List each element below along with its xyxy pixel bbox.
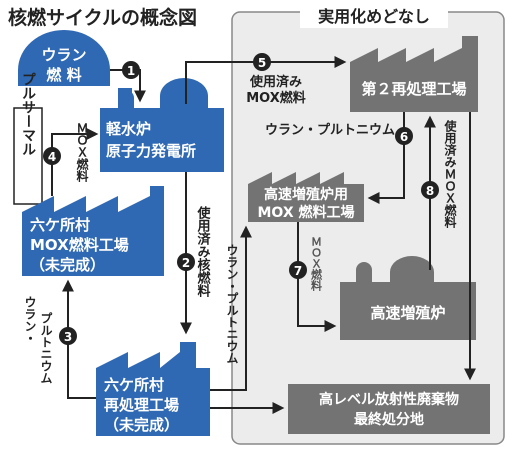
mox-plant-line2: MOX燃料工場: [30, 236, 129, 254]
used-mox-8-label: 使用済みＭＯＸ燃料: [443, 119, 457, 229]
mox-fuel-7-label: ＭＯＸ燃料: [310, 236, 324, 292]
uran-plut-panel-label: ウラン・プルトニウム: [265, 123, 395, 138]
step-4: 4: [43, 147, 61, 165]
svg-text:5: 5: [258, 56, 266, 70]
fbr-mox-plant-node: 高速増殖炉用 MOX 燃料工場: [248, 172, 364, 222]
fbr-mox-line2: MOX 燃料工場: [257, 204, 354, 221]
svg-text:6: 6: [400, 130, 408, 144]
uranium-fuel-line2: 燃 料: [46, 66, 81, 84]
arrow-5: [185, 56, 347, 104]
hlw-line1: 高レベル放射性廃棄物: [319, 391, 459, 408]
step-markers: 1 2 3 4 5 6 7 8: [43, 53, 439, 345]
step-3: 3: [59, 327, 77, 345]
hlw-line2: 最終処分地: [354, 411, 424, 428]
mox-fuel-4-label: ＭＯＸ燃料: [75, 122, 89, 183]
svg-text:8: 8: [426, 184, 434, 198]
arrow-7: [297, 222, 337, 332]
uran-plut-left-line2: プルトニウム: [39, 312, 53, 384]
pluthermal-label: プルサーマル: [20, 72, 36, 156]
fast-breeder-label: 高速増殖炉: [370, 304, 445, 322]
reprocessing-line2: 再処理工場: [104, 396, 179, 414]
mox-plant-line3: （未完成）: [30, 256, 105, 274]
rokkasho-mox-plant-node: 六ケ所村 MOX燃料工場 （未完成）: [22, 186, 164, 276]
fbr-mox-line1: 高速増殖炉用: [264, 186, 348, 203]
step-2: 2: [177, 253, 195, 271]
arrow-4: [51, 128, 99, 196]
uran-plut-mid-label: ウラン・プルトニウム: [225, 244, 239, 364]
fast-breeder-node: 高速増殖炉: [340, 256, 476, 340]
step-7: 7: [289, 261, 307, 279]
step-1: 1: [122, 61, 140, 79]
step-6: 6: [395, 127, 413, 145]
step-5: 5: [253, 53, 271, 71]
lwr-label-line1: 軽水炉: [106, 120, 151, 138]
used-nuclear-fuel-label: 使用済み核燃料: [195, 205, 212, 298]
lwr-label-line2: 原子力発電所: [106, 142, 196, 160]
svg-text:7: 7: [294, 264, 302, 278]
light-water-reactor-node: 軽水炉 原子力発電所: [100, 78, 224, 172]
hlw-disposal-box: [288, 384, 490, 434]
pluthermal-box: プルサーマル: [13, 72, 43, 205]
svg-text:3: 3: [64, 330, 72, 344]
second-reprocessing-label: 第２再処理工場: [361, 80, 466, 98]
reprocessing-line1: 六ケ所村: [104, 376, 164, 394]
uran-plut-left-line1: ウラン・: [23, 296, 37, 344]
panel-label: 実用化めどなし: [318, 7, 430, 26]
uranium-fuel-line1: ウラン: [41, 46, 86, 64]
svg-text:2: 2: [182, 256, 190, 270]
uranium-fuel-node: ウラン 燃 料: [18, 30, 110, 86]
second-reprocessing-node: 第２再処理工場: [350, 36, 478, 112]
mox-plant-line1: 六ケ所村: [30, 216, 90, 234]
svg-text:4: 4: [48, 150, 56, 164]
arrow-up-fbr: [210, 225, 252, 391]
diagram-title: 核燃サイクルの概念図: [8, 6, 197, 29]
svg-text:1: 1: [127, 64, 135, 78]
step-8: 8: [421, 181, 439, 199]
rokkasho-reprocessing-node: 六ケ所村 再処理工場 （未完成）: [96, 342, 210, 436]
arrow-3: [62, 279, 96, 399]
used-mox-top-line2: MOX燃料: [246, 90, 306, 106]
used-mox-top-line1: 使用済み: [249, 74, 302, 90]
reprocessing-line3: （未完成）: [104, 416, 179, 434]
